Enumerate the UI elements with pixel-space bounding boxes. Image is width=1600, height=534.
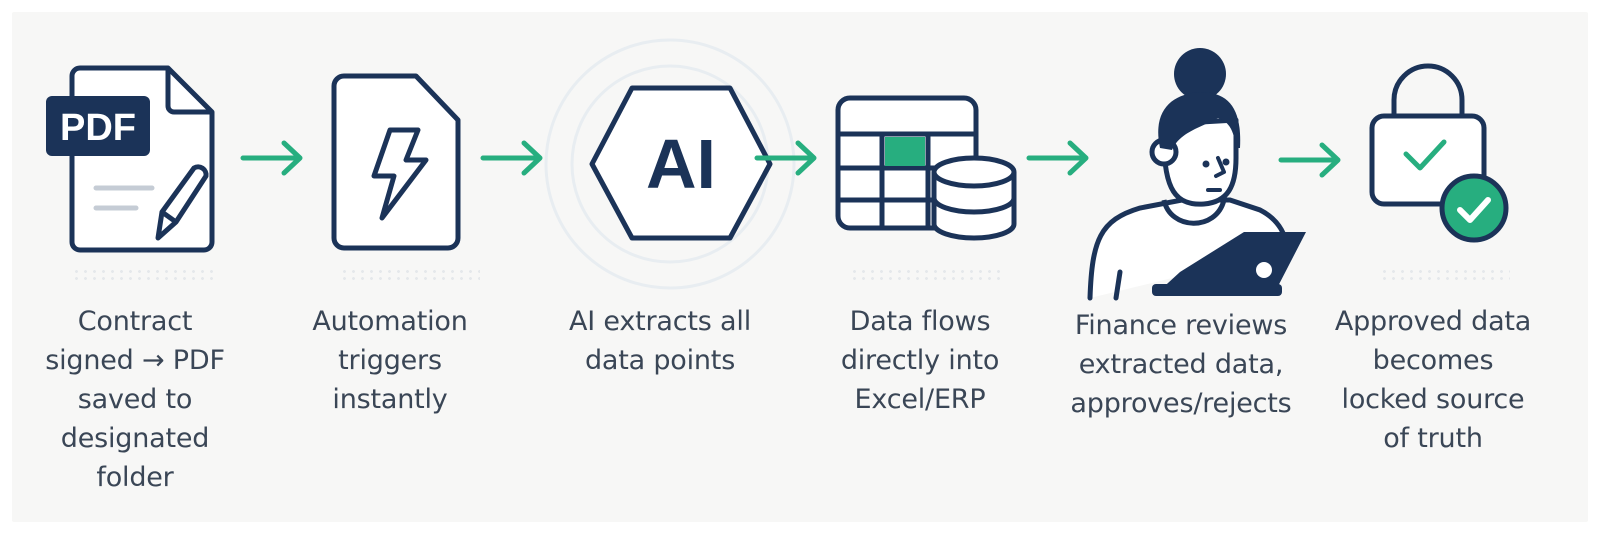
step-5-label: Finance reviews extracted data, approves… bbox=[1070, 310, 1292, 419]
laptop-icon bbox=[1152, 232, 1306, 296]
lightning-bolt bbox=[371, 127, 429, 221]
hair-bun bbox=[1174, 48, 1226, 100]
separator-dots bbox=[340, 268, 480, 282]
pen-icon bbox=[155, 164, 209, 241]
step-6-label: Approved data becomes locked source of t… bbox=[1334, 306, 1532, 454]
arrow-right-icon bbox=[754, 140, 817, 176]
step-1-label: Contract signed → PDF saved to designate… bbox=[45, 306, 225, 493]
step-4-label: Data flows directly into Excel/ERP bbox=[840, 306, 1000, 415]
separator-dots bbox=[72, 268, 218, 282]
database-icon bbox=[931, 155, 1017, 241]
separator-dots bbox=[1380, 268, 1510, 282]
pdf-badge-text: PDF bbox=[60, 107, 136, 149]
arrow-right-icon bbox=[480, 140, 543, 176]
arrow-right-icon bbox=[1278, 142, 1341, 178]
lightning-document-icon bbox=[331, 73, 461, 251]
arrow-right-icon bbox=[1026, 140, 1089, 176]
lock-check-icon bbox=[1369, 63, 1509, 243]
check-badge-icon bbox=[1439, 173, 1509, 243]
person-laptop-icon bbox=[1087, 48, 1306, 301]
ai-text: AI bbox=[646, 125, 716, 203]
arrow-right-icon bbox=[240, 140, 303, 176]
ai-hexagon-icon: AI bbox=[544, 38, 796, 290]
separator-dots bbox=[850, 268, 1000, 282]
step-3-label: AI extracts all data points bbox=[569, 306, 751, 376]
step-2-label: Automation triggers instantly bbox=[312, 306, 468, 415]
glow-ring-outer bbox=[544, 38, 796, 290]
workflow-panel bbox=[12, 12, 1588, 522]
pdf-document-pen-icon: PDF bbox=[46, 65, 215, 253]
spreadsheet-database-icon bbox=[835, 95, 1017, 241]
spreadsheet-icon bbox=[835, 95, 979, 231]
